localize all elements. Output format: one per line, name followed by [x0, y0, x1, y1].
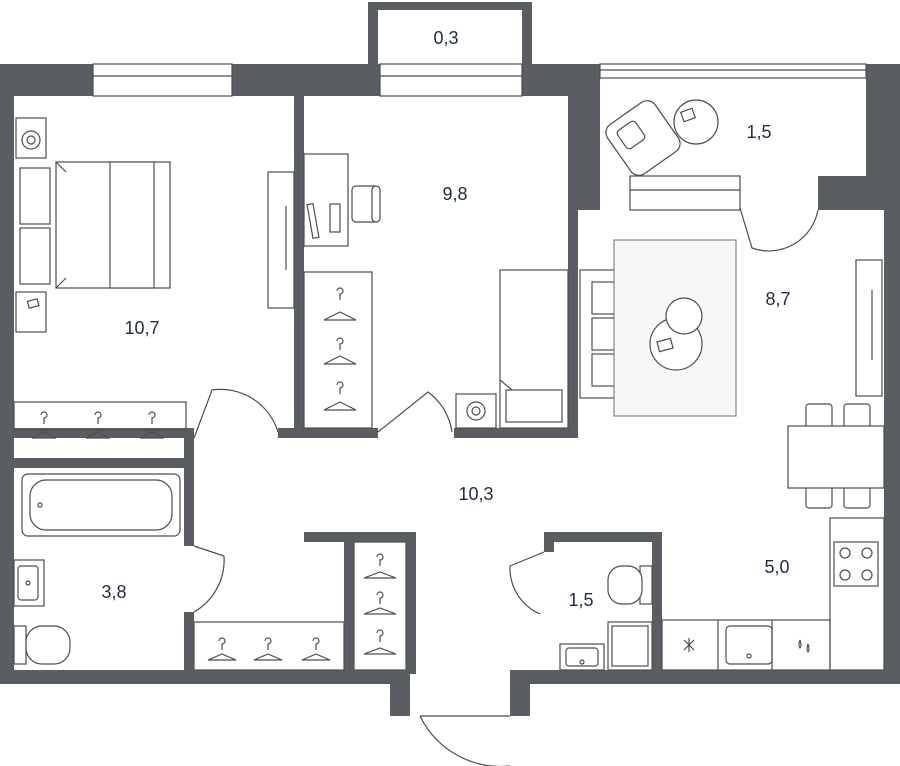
- washing-machine-icon: [15, 117, 47, 159]
- door-icon: [193, 388, 279, 439]
- closet-study: [303, 271, 373, 429]
- doors: [193, 207, 819, 766]
- loggia-furniture: [605, 99, 719, 176]
- door-icon: [739, 207, 819, 252]
- hanger-icon: [207, 637, 237, 661]
- door-icon: [377, 391, 453, 433]
- window-icon: [379, 63, 523, 97]
- fridge-icon: [683, 620, 719, 670]
- sink-icon: [13, 559, 45, 607]
- hanger-icon: [323, 337, 357, 365]
- area-label-balcony-top: 0,3: [433, 28, 458, 48]
- hanger-icon: [323, 287, 357, 321]
- area-label-study-bedroom: 9,8: [442, 184, 467, 204]
- sink-icon: [559, 643, 605, 671]
- coffee-table-icon: [649, 297, 703, 371]
- area-label-hallway: 10,3: [458, 484, 493, 504]
- tv-unit: [855, 259, 883, 397]
- hanger-icon: [139, 411, 165, 439]
- area-label-loggia: 1,5: [746, 122, 771, 142]
- kitchen-counter-side: [829, 517, 885, 671]
- toilet-icon: [607, 565, 653, 605]
- hanger-icon: [363, 591, 397, 615]
- hanger-icon: [85, 411, 111, 439]
- area-label-living-room: 8,7: [765, 289, 790, 309]
- closet-hall-center: [353, 541, 407, 671]
- washing-machine-icon: [455, 393, 497, 429]
- bed-icon: [499, 269, 569, 429]
- hanger-icon: [363, 629, 397, 655]
- toilet-icon: [13, 625, 71, 665]
- area-label-kitchen: 5,0: [764, 557, 789, 577]
- hanger-icon: [253, 637, 283, 661]
- hanger-icon: [363, 553, 397, 579]
- hanger-icon: [31, 411, 57, 439]
- area-label-bathroom: 3,8: [101, 582, 126, 602]
- area-label-toilet: 1,5: [568, 590, 593, 610]
- hanger-icon: [301, 637, 331, 661]
- chair-icon: [351, 185, 381, 223]
- sofa-icon: [579, 269, 617, 399]
- closet-bedroom: [13, 401, 187, 431]
- nightstand: [15, 291, 47, 333]
- area-label-bedroom: 10,7: [124, 318, 159, 338]
- kitchen-counter: [661, 619, 831, 671]
- window-icon: [629, 175, 741, 211]
- desk-icon: [303, 153, 349, 247]
- hanger-icon: [323, 381, 357, 411]
- wardrobe: [267, 171, 295, 309]
- dining-table-icon: [787, 403, 885, 509]
- closet-hall-left: [193, 621, 345, 671]
- door-icon: [509, 551, 545, 615]
- stove-icon: [833, 541, 879, 587]
- bathtub-icon: [21, 473, 181, 537]
- sink-icon: [725, 620, 773, 670]
- exterior-walls: [0, 2, 900, 716]
- shower-icon: [607, 621, 653, 671]
- door-icon: [193, 545, 225, 613]
- door-icon: [419, 715, 510, 766]
- window-icon: [92, 63, 233, 97]
- dishwasher: [798, 639, 810, 653]
- window-icon: [599, 63, 867, 79]
- windows: [92, 63, 867, 211]
- bed-icon: [19, 161, 171, 289]
